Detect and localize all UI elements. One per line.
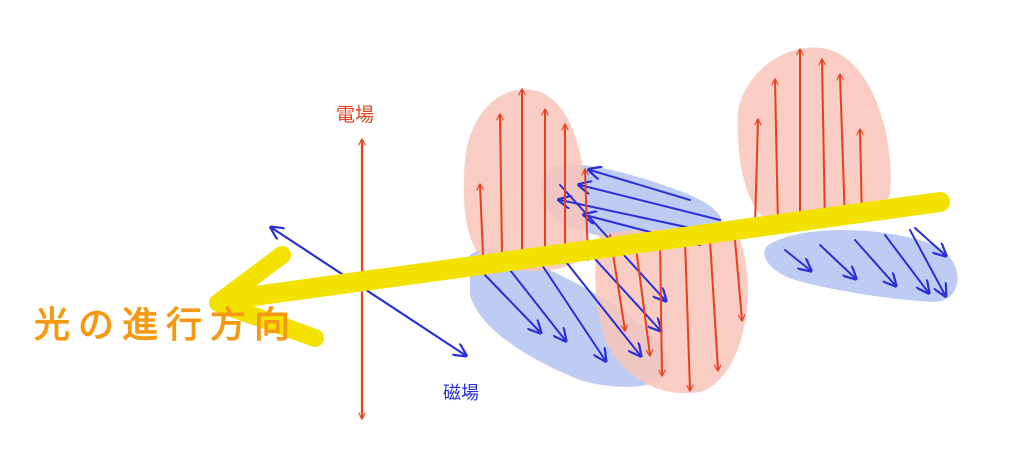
magnetic-field-axis bbox=[272, 228, 465, 355]
magnetic-field-arrows bbox=[484, 170, 945, 360]
electric-field-label: 電場 bbox=[336, 104, 375, 126]
propagation-arrow bbox=[209, 192, 950, 347]
electric-blob-3 bbox=[737, 47, 891, 229]
magnetic-blob-3 bbox=[764, 230, 958, 302]
electric-blob-1 bbox=[463, 89, 587, 271]
propagation-direction-label: 光の進行方向 bbox=[34, 305, 299, 346]
magnetic-field-label: 磁場 bbox=[443, 383, 479, 404]
